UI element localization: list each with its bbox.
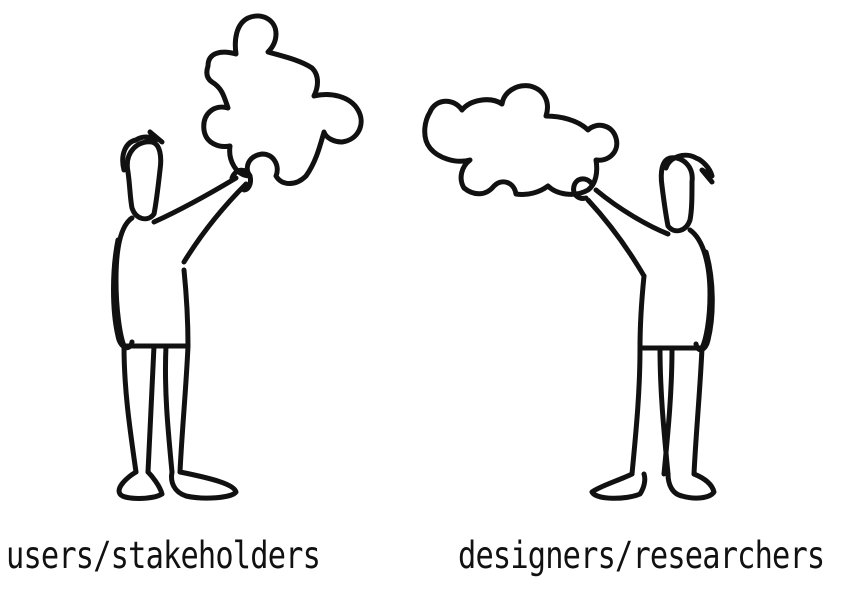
right-puzzle-piece-icon [422, 83, 620, 197]
left-person-icon [111, 129, 253, 501]
label-users-stakeholders: users/stakeholders [6, 534, 321, 577]
left-puzzle-piece-icon [201, 13, 364, 186]
label-designers-researchers: designers/researchers [458, 534, 825, 577]
right-person-icon [571, 152, 717, 501]
